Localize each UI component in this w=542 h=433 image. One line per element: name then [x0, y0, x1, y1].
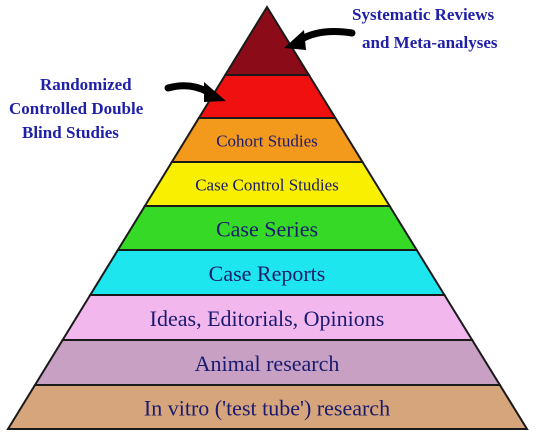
callout-randomized-trials: Randomized Controlled Double Blind Studi… — [9, 75, 226, 142]
pyramid-tier-label-5: Case Series — [216, 217, 318, 242]
callout-second-line-3: Blind Studies — [22, 123, 119, 142]
callout-second-line-1: Randomized — [40, 75, 132, 94]
callout-top-line-1: Systematic Reviews — [352, 5, 494, 24]
pyramid-tier-label-6: Case Reports — [209, 261, 326, 286]
pyramid-tier-9 — [6, 384, 529, 430]
pyramid-tier-label-9: In vitro ('test tube') research — [144, 396, 390, 421]
callout-systematic-reviews: Systematic Reviews and Meta-analyses — [284, 5, 498, 52]
arrow-icon — [284, 28, 356, 50]
pyramid-tier-label-7: Ideas, Editorials, Opinions — [150, 306, 385, 331]
pyramid-tier-label-8: Animal research — [195, 351, 340, 376]
pyramid-tier-label-4: Case Control Studies — [195, 176, 339, 195]
callout-top-line-2: and Meta-analyses — [362, 33, 498, 52]
pyramid-tier-label-3: Cohort Studies — [216, 132, 318, 151]
arrow-icon — [164, 82, 226, 102]
callout-second-line-2: Controlled Double — [9, 99, 144, 118]
